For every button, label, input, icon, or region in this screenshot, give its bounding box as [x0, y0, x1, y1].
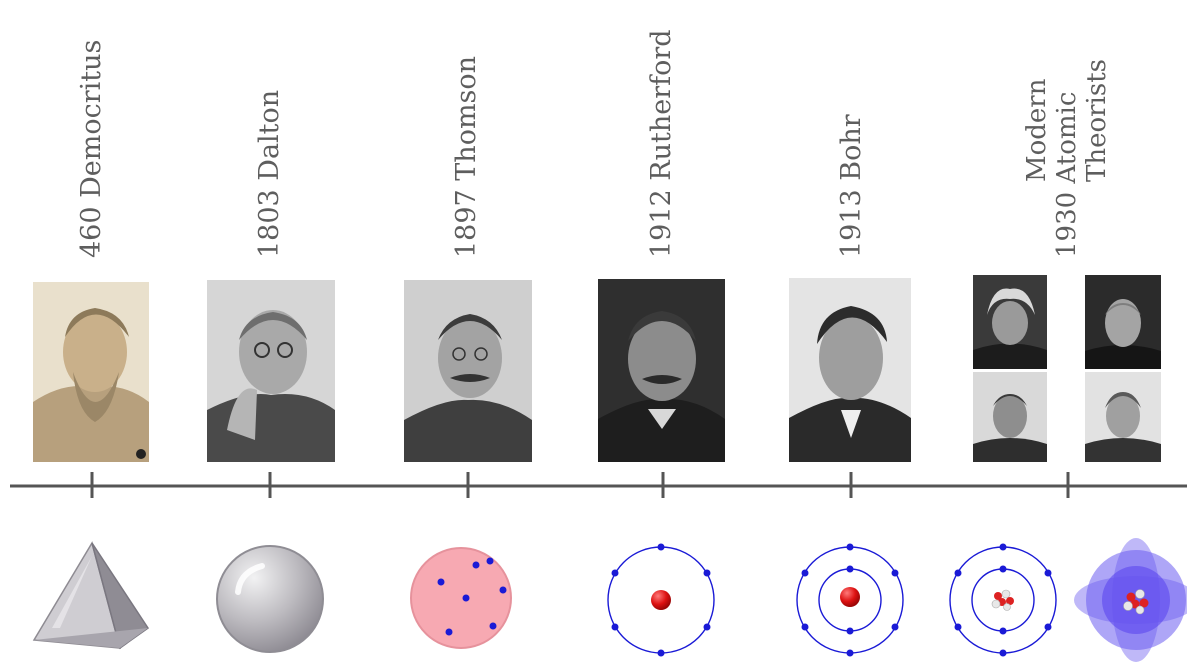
rutherford-model: [607, 543, 715, 657]
bohr-portrait: [789, 278, 911, 462]
bohr-model: [796, 543, 904, 657]
planck-portrait: [1085, 275, 1161, 369]
shell-model-nucleus: [949, 543, 1057, 657]
einstein-portrait: [973, 275, 1047, 369]
electron-cloud-model: [1074, 538, 1187, 662]
heisenberg-portrait: [1085, 372, 1161, 462]
dalton-portrait: [207, 280, 335, 462]
chadwick-portrait: [973, 372, 1047, 462]
pyramid-model: [32, 541, 150, 650]
thomson-portrait: [404, 280, 532, 462]
democritus-portrait: [33, 282, 149, 462]
sphere-model: [216, 545, 324, 653]
rutherford-portrait: [598, 279, 725, 462]
plum-pudding-model: [410, 547, 512, 649]
